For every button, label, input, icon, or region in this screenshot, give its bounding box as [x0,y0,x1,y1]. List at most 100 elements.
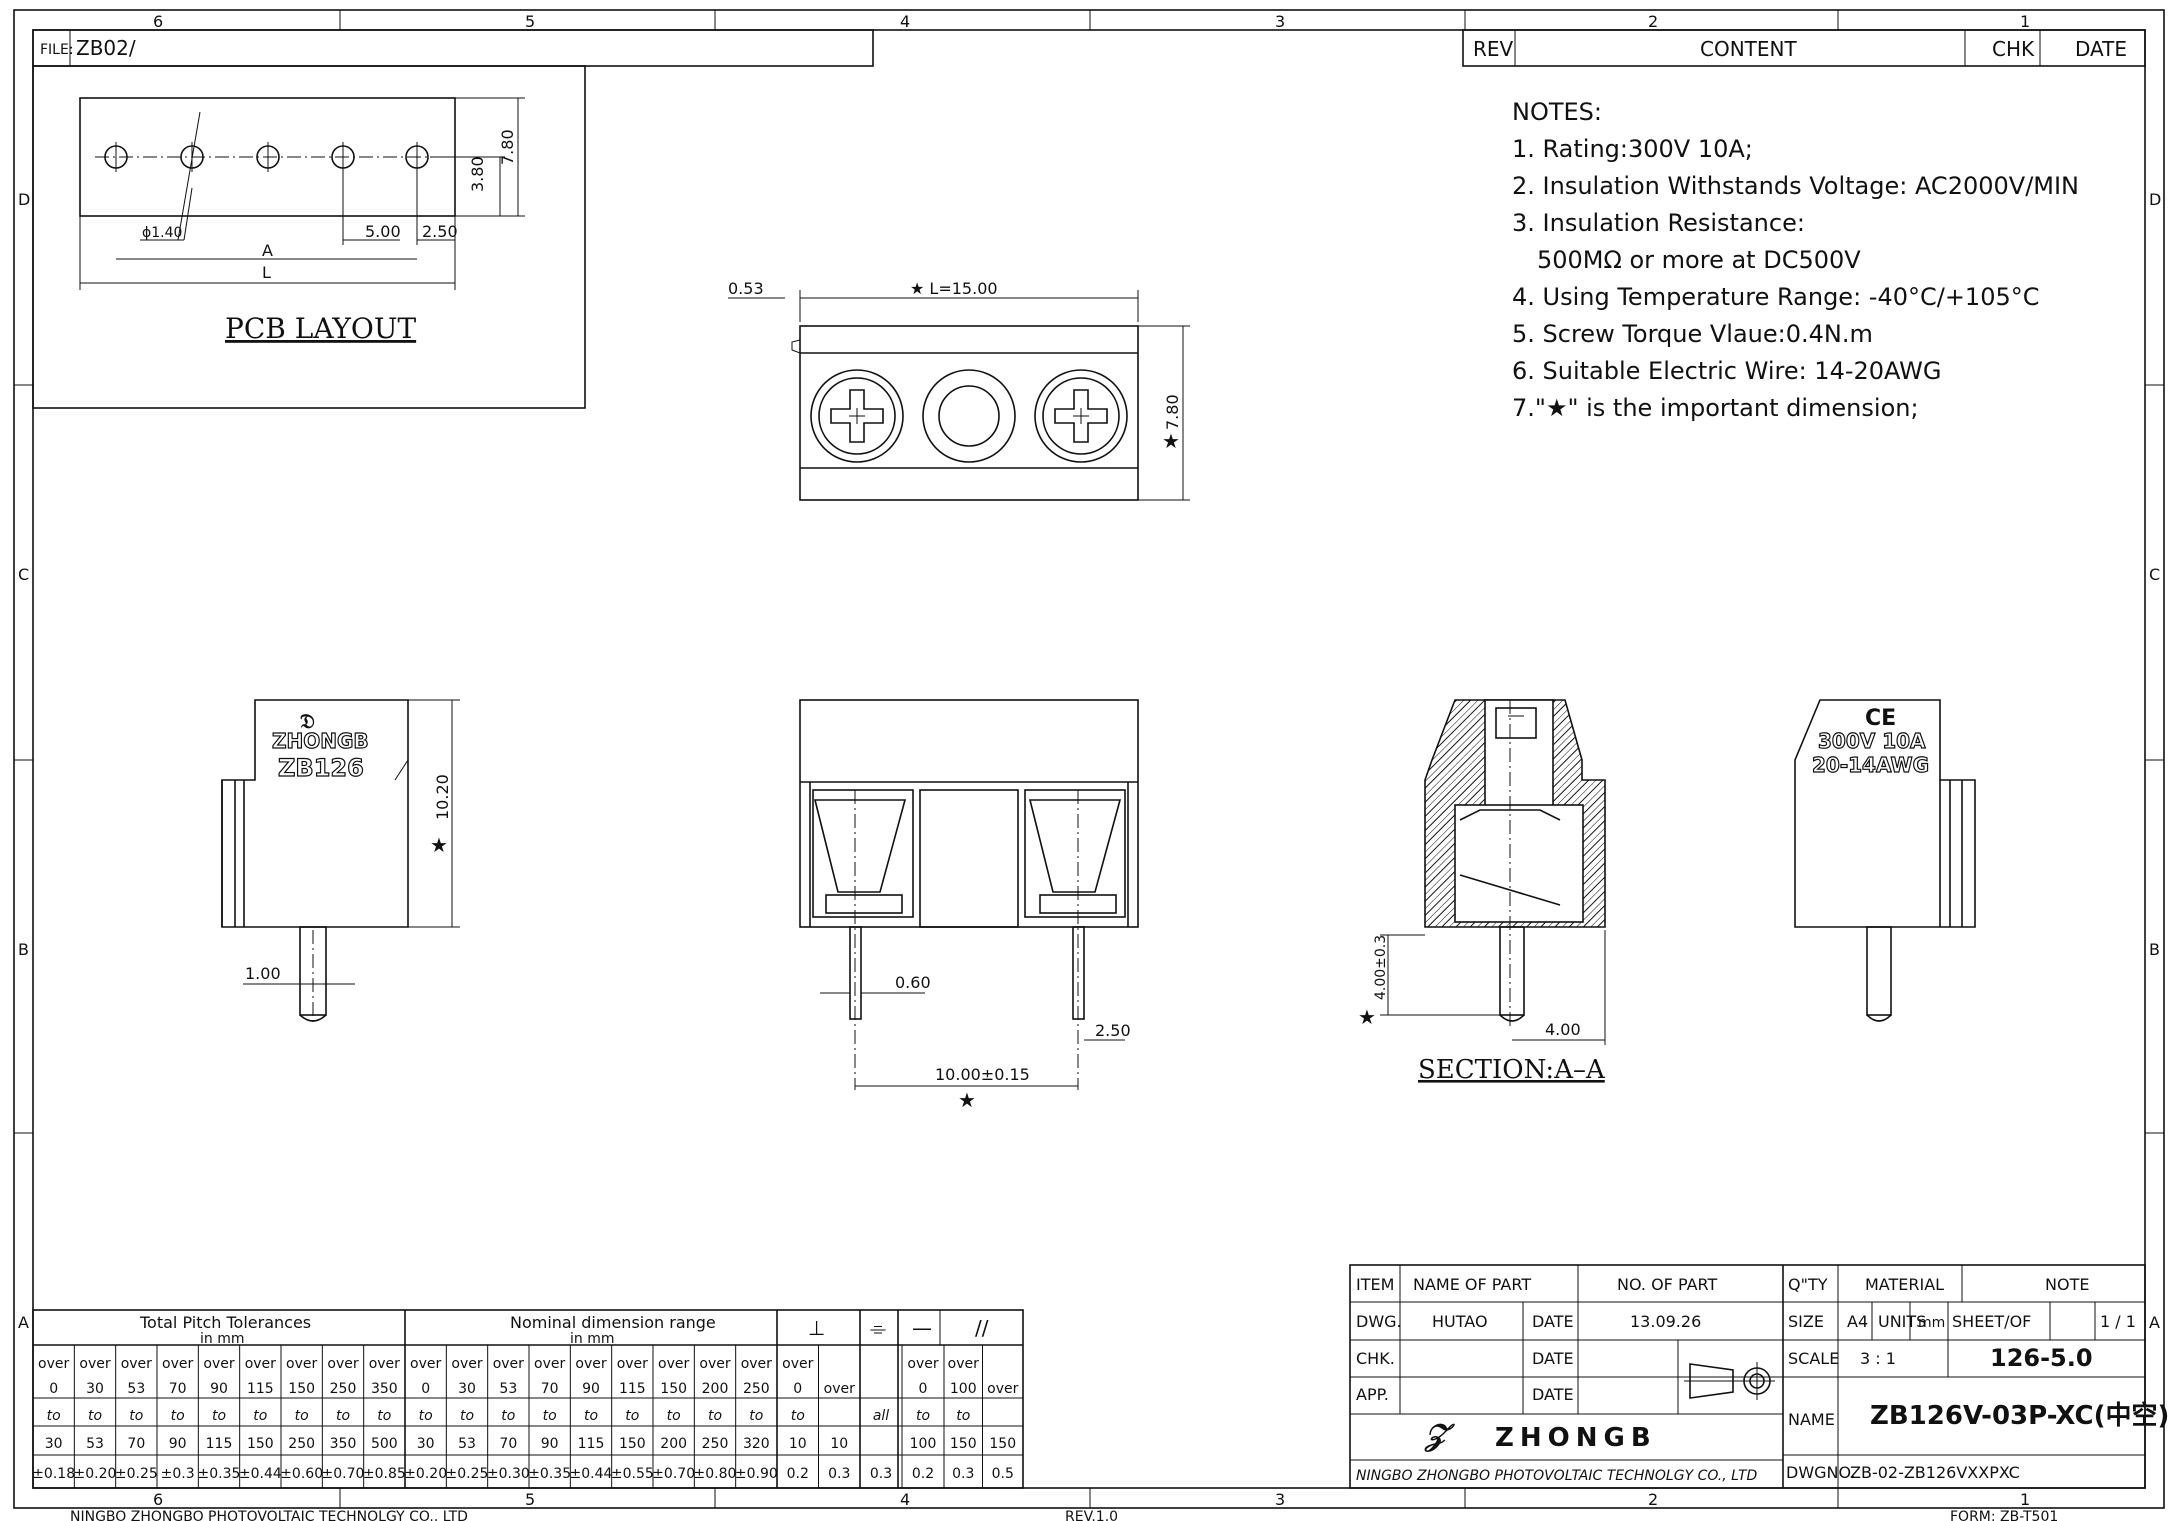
company-logo: 𝒵 ZHONGB [1424,1418,1651,1453]
note-7: 7."★" is the important dimension; [1512,394,1919,422]
tolerance-cell: to [749,1408,763,1424]
tolerance-cell: to [956,1408,970,1424]
tolerance-cell: ±0.44 [570,1466,613,1482]
tolerance-cell: over [493,1356,524,1372]
tolerance-cell: ±0.70 [322,1466,365,1482]
tolerance-table: Total Pitch Tolerances in mm Nominal dim… [32,1309,1024,1489]
back-rating: 300V 10A [1818,729,1926,753]
tolerance-cell: 250 [743,1381,770,1397]
pcb-a-dim: A [262,241,273,260]
tolerance-cell: 320 [743,1436,770,1452]
col-label-4: 4 [900,12,910,31]
nominal-unit: in mm [570,1331,615,1347]
tolerance-cell: ±0.60 [280,1466,323,1482]
col-label-3-bottom: 3 [1275,1490,1285,1509]
notes-title: NOTES: [1512,98,1602,126]
tolerance-cell: 30 [86,1381,104,1397]
tolerance-cell: ±0.25 [115,1466,158,1482]
tolerance-cell: 90 [210,1381,228,1397]
center-hole [922,369,1016,463]
note-3-cont: 500MΩ or more at DC500V [1537,246,1861,274]
tolerance-cell: 250 [702,1436,729,1452]
tolerance-cell: over [286,1356,317,1372]
front-view: 0.60 2.50 10.00±0.15 ★ [799,699,1139,1112]
tolerance-cell: over [575,1356,606,1372]
tb-note-label: NOTE [2045,1275,2089,1294]
tolerance-cell: to [916,1408,930,1424]
tolerance-cell: 0.2 [912,1466,934,1482]
tolerance-cell: 0.3 [952,1466,974,1482]
col-label-2: 2 [1648,12,1658,31]
row-label-c-right: C [2149,565,2160,584]
tolerance-cell: 90 [582,1381,600,1397]
top-height-dim: 7.80 [1163,394,1182,430]
row-label-b: B [18,940,29,959]
tb-company: NINGBO ZHONGBO PHOTOVOLTAIC TECHNOLGY CO… [1356,1468,1758,1484]
tolerance-cell: over [534,1356,565,1372]
rev-header: REV [1473,37,1514,61]
date-header: DATE [2075,37,2127,61]
row-label-a-right: A [2149,1313,2160,1332]
top-length-dim: ★ L=15.00 [910,279,998,298]
tolerance-cell: 150 [288,1381,315,1397]
note-3: 3. Insulation Resistance: [1512,209,1805,237]
tb-date-label: DATE [1532,1312,1574,1331]
tolerance-cell: 0.3 [828,1466,850,1482]
section-view: 4.00±0.3 ★ 4.00 SECTION:A–A [1358,699,1606,1085]
tb-units-label: UNITS [1878,1312,1926,1331]
perpendicular-symbol: ⊥ [808,1316,825,1340]
nominal-title: Nominal dimension range [510,1313,716,1332]
tolerance-cell: to [253,1408,267,1424]
tolerance-cell: 150 [660,1381,687,1397]
tolerance-cell: 115 [206,1436,233,1452]
tb-size-value: A4 [1847,1312,1868,1331]
footer: NINGBO ZHONGBO PHOTOVOLTAIC TECHNOLGY CO… [70,1509,2058,1521]
section-title: SECTION:A–A [1418,1055,1606,1085]
front-edge-dim: 2.50 [1095,1021,1131,1040]
tb-date-value: 13.09.26 [1630,1312,1701,1331]
drawing-frame: 6 5 4 3 2 1 6 5 4 3 2 1 D C B A D C B A [13,9,2165,1509]
tolerance-cell: ±0.70 [652,1466,695,1482]
note-5: 5. Screw Torque Vlaue:0.4N.m [1512,320,1873,348]
tolerance-cell: 150 [950,1436,977,1452]
section-depth-dim: 4.00±0.3 [1373,935,1389,1000]
tolerance-cell: to [336,1408,350,1424]
tb-chk-date-label: DATE [1532,1349,1574,1368]
tolerance-cell: ±0.3 [161,1466,195,1482]
tolerance-cell: 90 [169,1436,187,1452]
footer-form: FORM: ZB-T501 [1950,1509,2058,1521]
tolerance-cell: to [625,1408,639,1424]
col-label-6-bottom: 6 [153,1490,163,1509]
tolerance-columns: over0to30±0.18over30to53±0.20over53to70±… [32,1345,1019,1488]
tolerance-cell: over [245,1356,276,1372]
tolerance-cell: to [212,1408,226,1424]
tolerance-cell: 150 [619,1436,646,1452]
tolerance-cell: 53 [499,1381,517,1397]
row-label-c: C [18,565,29,584]
tolerance-cell: 350 [371,1381,398,1397]
col-label-1-bottom: 1 [2020,1490,2030,1509]
tolerance-cell: over [658,1356,689,1372]
col-label-4-bottom: 4 [900,1490,910,1509]
tolerance-cell: 150 [247,1436,274,1452]
tolerance-cell: to [171,1408,185,1424]
tolerance-cell: 30 [417,1436,435,1452]
tolerance-cell: to [501,1408,515,1424]
tolerance-cell: over [121,1356,152,1372]
tb-name-of-part-label: NAME OF PART [1413,1275,1531,1294]
top-view: 0.53 ★ L=15.00 7.80 ★ [728,279,1190,501]
tolerance-cell: over [327,1356,358,1372]
content-header: CONTENT [1700,37,1797,61]
tb-units-value: mm [1918,1315,1945,1331]
tb-material-label: MATERIAL [1865,1275,1944,1294]
file-label: FILE: [40,42,74,58]
pitch-unit: in mm [200,1331,245,1347]
col-label-6: 6 [153,12,163,31]
tolerance-cell: 250 [330,1381,357,1397]
col-label-3: 3 [1275,12,1285,31]
tolerance-cell: to [88,1408,102,1424]
tolerance-cell: to [129,1408,143,1424]
tolerance-cell: 53 [458,1436,476,1452]
tolerance-cell: 0.5 [992,1466,1014,1482]
